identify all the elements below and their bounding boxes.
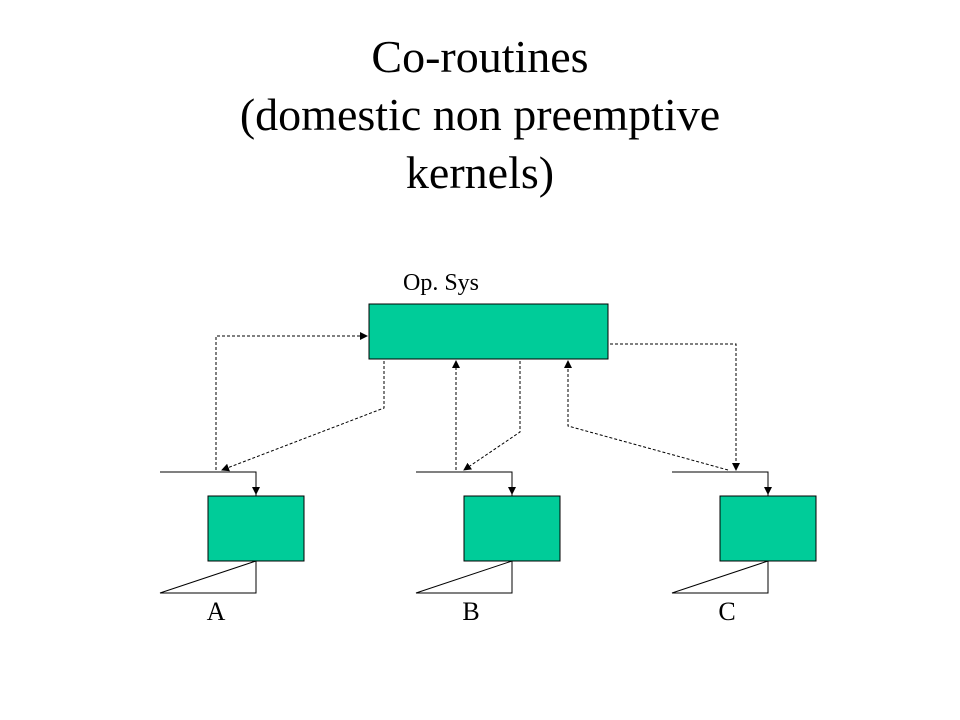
title-line-3: kernels) — [405, 147, 555, 198]
arrow-os-to-b — [463, 361, 521, 471]
title-line-2: (domestic non preemptive — [239, 89, 721, 140]
os-box — [368, 303, 609, 360]
process-c-box — [719, 495, 817, 562]
arrow-a-to-os — [215, 332, 368, 470]
process-b-label: B — [462, 597, 479, 626]
slide-title: Co-routines (domestic non preemptive ker… — [0, 28, 960, 202]
arrow-os-to-a — [221, 361, 385, 472]
process-a-label: A — [207, 597, 226, 626]
process-c — [671, 471, 817, 594]
title-line-1: Co-routines — [371, 31, 589, 82]
arrow-c-to-os — [564, 360, 729, 471]
arrow-os-to-c — [610, 343, 740, 471]
process-a-box — [207, 495, 305, 562]
process-b — [415, 471, 561, 594]
os-label: Op. Sys — [403, 270, 479, 296]
process-c-label: C — [718, 597, 735, 626]
process-b-box — [463, 495, 561, 562]
process-a — [159, 471, 305, 594]
